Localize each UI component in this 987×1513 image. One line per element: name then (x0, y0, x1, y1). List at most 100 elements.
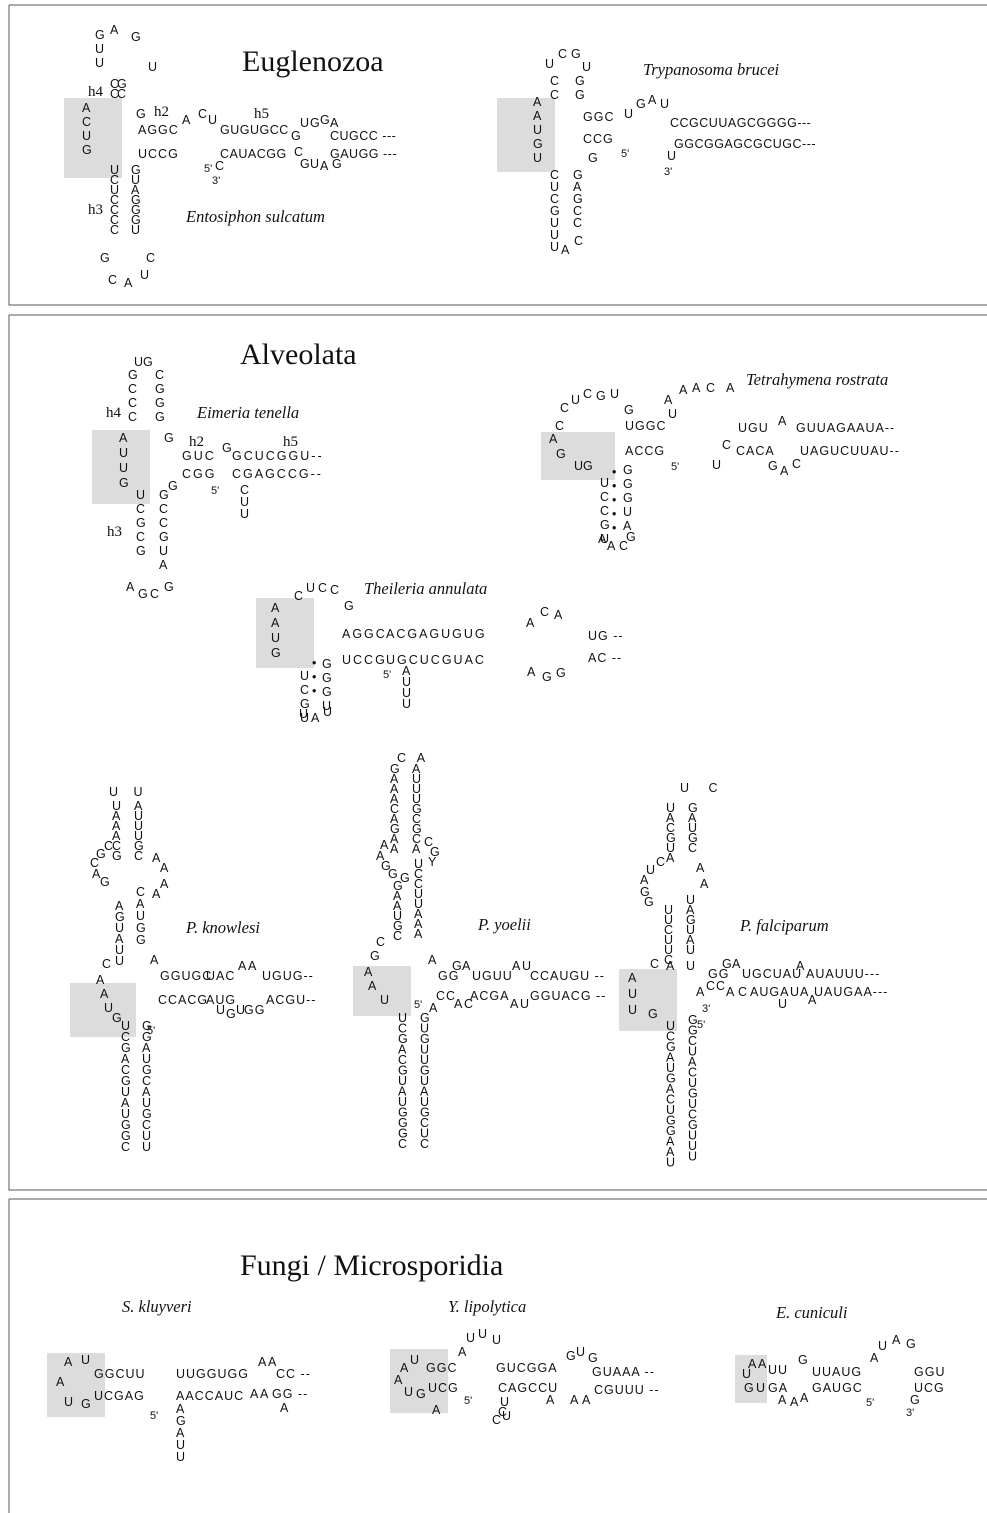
highlighted-nucleotide: C (82, 115, 91, 129)
stem-right: G (688, 831, 698, 845)
hairpin-loop: U (140, 268, 149, 282)
helix-h3-right: U (688, 1129, 697, 1143)
helix-h5-tail-top: CCAUGU -- (530, 969, 605, 983)
internal-loop: U (646, 863, 655, 877)
helix-h3-left: C (121, 1030, 130, 1044)
helix-h4-left: C (128, 382, 137, 396)
helix-h3-left: U (666, 1103, 675, 1117)
helix-h5-tail-bottom: CGUUU -- (594, 1383, 660, 1397)
structure-knowlesi: U UUAAACGAUUUGCCGCAGAAAAAGUAUUCAUGGCAAUG… (90, 785, 315, 1154)
stem-right: A (134, 799, 143, 813)
helix-h5-tail-top: GGU (914, 1365, 945, 1379)
internal-loop: U (522, 959, 531, 973)
stem-right: A (414, 927, 423, 941)
helix-h3-left: A (398, 1085, 407, 1099)
internal-top: UGUU (472, 969, 513, 983)
stem-right: G (575, 88, 585, 102)
internal-loop: G (100, 875, 110, 889)
highlighted-nucleotide: C (555, 419, 564, 433)
stem-right: C (412, 832, 421, 846)
stem-right: U (688, 821, 697, 835)
nucleotide: G (168, 479, 178, 493)
helix-h3-left: G (666, 1124, 676, 1138)
internal-loop: A (92, 867, 101, 881)
bulge: A (402, 664, 411, 678)
panel-frame-fungi (8, 1198, 987, 1513)
nucleotide: A (796, 959, 805, 973)
helix-h5-tail-top: GUUAGAAUA-- (796, 421, 895, 435)
highlighted-nucleotide: G (82, 143, 92, 157)
helix-h5-tail-bottom: UCG (914, 1381, 945, 1395)
helix-h3-right: G (131, 163, 141, 177)
helix-h3-left: U (300, 711, 309, 725)
internal-loop: G (300, 157, 310, 171)
helix-h3-left: A (666, 1082, 675, 1096)
linker: C (198, 107, 207, 121)
stem-right: A (412, 762, 421, 776)
highlight-box-trypanosoma (497, 98, 555, 172)
internal-loop: A (800, 1391, 809, 1405)
helix-h3-right: U (131, 223, 140, 237)
stem-right: A (688, 811, 697, 825)
highlighted-nucleotide: A (549, 432, 558, 446)
stem-left: C (550, 74, 559, 88)
helix-label-h2: h2 (189, 434, 204, 450)
helix-h3-left: C (110, 173, 119, 187)
internal-loop: G (310, 116, 320, 130)
internal-loop: A (510, 997, 519, 1011)
stem-left: A (115, 899, 124, 913)
five-prime-end: 5' (147, 1025, 155, 1037)
linker: A (679, 383, 688, 397)
highlighted-nucleotide: U (104, 1001, 113, 1015)
stem-right: U (686, 923, 695, 937)
hairpin-loop: C (583, 387, 592, 401)
nucleotide: G (222, 441, 232, 455)
helix-h4-right: G (155, 382, 165, 396)
internal-loop: C (104, 839, 113, 853)
bulge: A (176, 1402, 185, 1416)
helix-h5-bottom: CAUACGG (220, 147, 287, 161)
highlighted-nucleotide: U (742, 1367, 751, 1381)
helix-h2-top: GGC (426, 1361, 457, 1375)
stem-right: A (686, 933, 695, 947)
hairpin-loop: U (550, 240, 559, 254)
highlighted-nucleotide: U (64, 1395, 73, 1409)
internal-top: ACGAGUGUG (386, 627, 487, 641)
internal-loop: G (400, 871, 410, 885)
hairpin-loop: U (323, 705, 332, 719)
hairpin-loop: C (108, 273, 117, 287)
helix-h3-right: C (142, 1074, 151, 1088)
nucleotide: C (722, 438, 731, 452)
stem-right: A (414, 917, 423, 931)
helix-label-h5: h5 (283, 434, 298, 450)
three-prime-end: 3' (702, 1003, 710, 1015)
helix-h3-left: C (666, 1093, 675, 1107)
helix-h3-right: U (688, 1097, 697, 1111)
hairpin-loop: C (560, 401, 569, 415)
stem-left: A (115, 932, 124, 946)
stem-left: U (393, 909, 402, 923)
species-falciparum: P. falciparum (739, 916, 829, 935)
highlighted-nucleotide: G (583, 459, 593, 473)
internal-top: UAC (206, 969, 235, 983)
hairpin-loop: A (607, 539, 616, 553)
stem-left: C (664, 953, 673, 967)
helix-label-h3: h3 (88, 202, 103, 218)
stem-left: U (664, 943, 673, 957)
helix-h3-left: C (600, 504, 609, 518)
stem-right: G (136, 921, 146, 935)
highlighted-nucleotide: A (368, 979, 377, 993)
hairpin-loop: C A (397, 751, 429, 765)
nucleotide: UA (790, 985, 809, 999)
helix-h3-right: U (322, 699, 331, 713)
panel-frame-alveolata (8, 314, 987, 1191)
hairpin-loop: A (311, 711, 320, 725)
helix-h3-right: U (420, 1095, 429, 1109)
nucleotide: A (432, 1403, 441, 1417)
helix-h3-left: G (136, 544, 146, 558)
helix-h4-left: C (110, 77, 119, 91)
helix-h2-bottom: CCG (583, 132, 614, 146)
stem-right: U (414, 897, 423, 911)
